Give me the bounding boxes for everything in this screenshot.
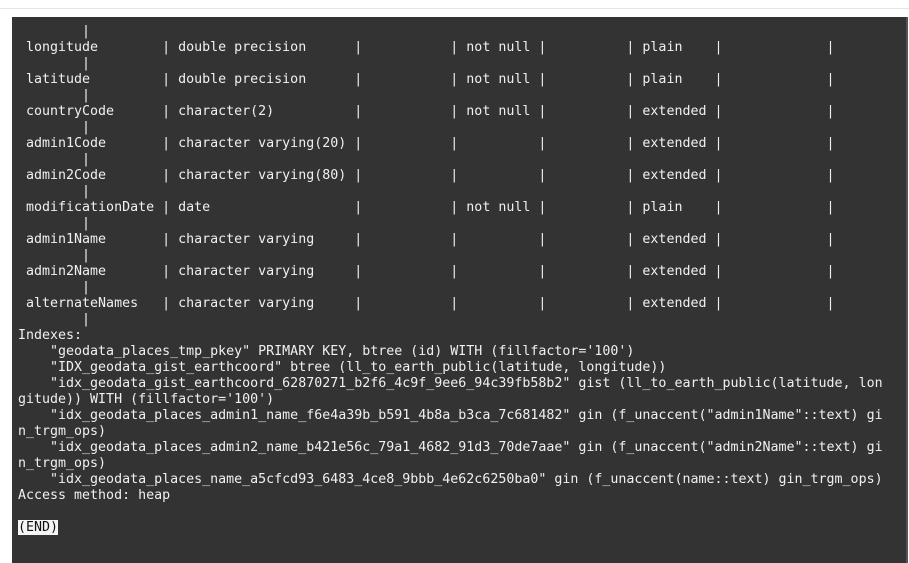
index-list: "geodata_places_tmp_pkey" PRIMARY KEY, b… <box>18 344 883 488</box>
table-row: admin2Name | character varying | | | | e… <box>18 264 835 279</box>
index-line: "idx_geodata_places_name_a5cfcd93_6483_4… <box>18 472 883 487</box>
index-line: "idx_geodata_places_admin1_name_f6e4a39b… <box>18 408 883 423</box>
indexes-header: Indexes: <box>18 328 83 343</box>
index-line: "idx_geodata_places_admin2_name_b421e56c… <box>18 440 883 455</box>
row-wrap-separator: | <box>18 56 91 71</box>
access-method: Access method: heap <box>18 488 171 503</box>
table-row: admin1Name | character varying | | | | e… <box>18 232 835 247</box>
pager-end-status: (END) <box>18 520 59 535</box>
table-row: countryCode | character(2) | | not null … <box>18 104 835 119</box>
index-line: "idx_geodata_gist_earthcoord_62870271_b2… <box>18 376 883 391</box>
terminal-window[interactable]: | longitude | double precision | | not n… <box>12 17 908 563</box>
index-line: n_trgm_ops) <box>18 424 107 439</box>
row-wrap-separator: | <box>18 280 91 295</box>
row-wrap-separator: | <box>18 24 91 39</box>
row-wrap-separator: | <box>18 216 91 231</box>
row-wrap-separator: | <box>18 120 91 135</box>
table-row: modificationDate | date | | not null | |… <box>18 200 835 215</box>
row-wrap-separator: | <box>18 152 91 167</box>
table-row: alternateNames | character varying | | |… <box>18 296 835 311</box>
index-line: n_trgm_ops) <box>18 456 107 471</box>
table-row: longitude | double precision | | not nul… <box>18 40 835 55</box>
row-wrap-separator: | <box>18 88 91 103</box>
top-divider <box>0 8 909 9</box>
index-line: gitude)) WITH (fillfactor='100') <box>18 392 275 407</box>
terminal-output: | longitude | double precision | | not n… <box>18 24 883 536</box>
index-line: "IDX_geodata_gist_earthcoord" btree (ll_… <box>18 360 667 375</box>
table-row: admin2Code | character varying(80) | | |… <box>18 168 835 183</box>
blank-line <box>18 504 883 520</box>
row-wrap-separator: | <box>18 248 91 263</box>
table-row: admin1Code | character varying(20) | | |… <box>18 136 835 151</box>
table-row: latitude | double precision | | not null… <box>18 72 835 87</box>
index-line: "geodata_places_tmp_pkey" PRIMARY KEY, b… <box>18 344 635 359</box>
table-rows: | longitude | double precision | | not n… <box>18 24 883 328</box>
row-wrap-separator: | <box>18 184 91 199</box>
row-wrap-separator: | <box>18 312 91 327</box>
